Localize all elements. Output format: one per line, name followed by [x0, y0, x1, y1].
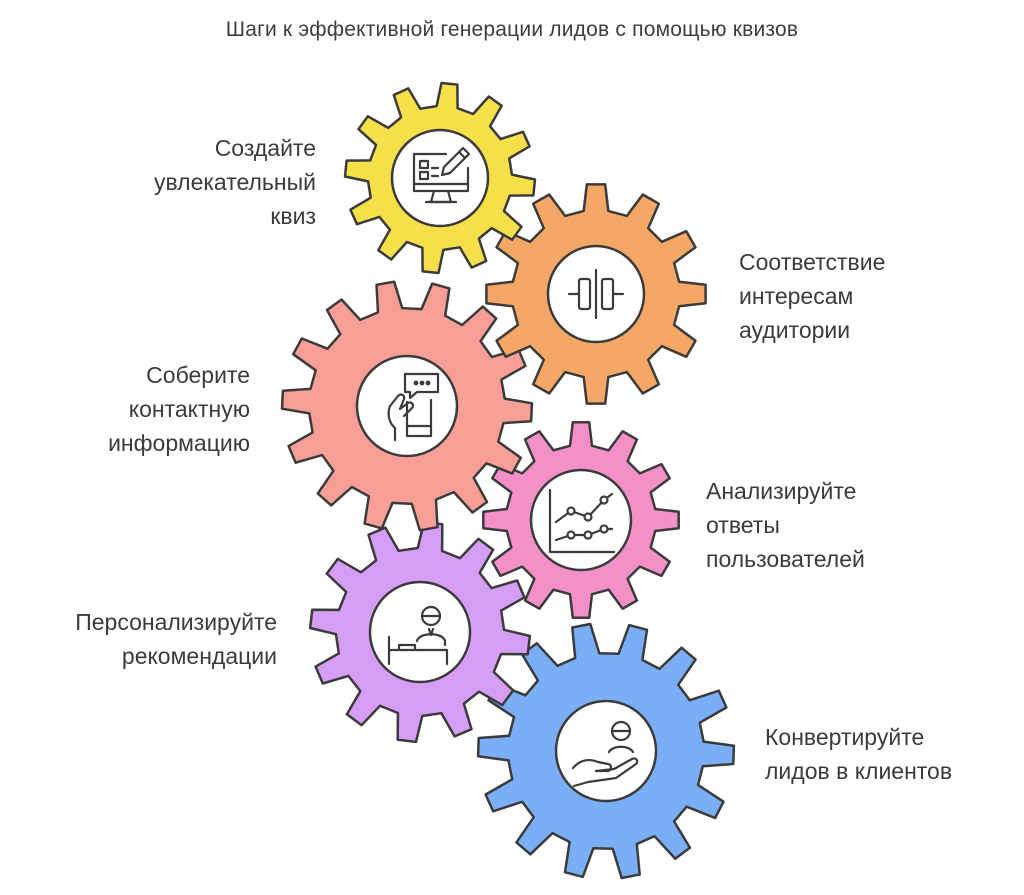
gear-create [343, 81, 537, 275]
line-chart-icon [548, 488, 616, 554]
balance-icon [567, 268, 625, 320]
gear-match [485, 183, 707, 405]
step-analyze-line: Анализируйте [706, 478, 857, 504]
step-create-line: квиз [270, 203, 316, 229]
step-collect-line: информацию [108, 430, 250, 456]
gear-analyze [482, 421, 680, 619]
gear-convert-hub [554, 699, 658, 803]
step-personalize-label: Персонализируйте рекомендации [75, 605, 277, 673]
gear-personalize [308, 520, 532, 744]
step-collect-line: Соберите [146, 362, 250, 388]
step-analyze-line: ответы [706, 512, 780, 538]
gear-convert [476, 622, 736, 880]
person-desk-icon [387, 605, 449, 666]
step-create-label: Создайте увлекательный квиз [154, 131, 316, 233]
gear-analyze-hub [529, 468, 633, 572]
computer-edit-icon [412, 146, 471, 204]
step-match-line: аудитории [739, 317, 851, 343]
gear-create-hub [390, 128, 490, 228]
phone-chat-icon [387, 372, 440, 442]
step-collect-line: контактную [128, 396, 250, 422]
step-create-line: Создайте [214, 135, 316, 161]
step-convert-label: Конвертируйте лидов в клиентов [765, 720, 952, 788]
step-collect-label: Соберите контактную информацию [108, 358, 250, 460]
diagram-title: Шаги к эффективной генерации лидов с пом… [225, 18, 799, 41]
step-match-line: интересам [739, 283, 854, 309]
step-convert-line: Конвертируйте [765, 724, 925, 750]
step-analyze-line: пользователей [706, 546, 865, 572]
gear-personalize-hub [368, 580, 472, 684]
step-personalize-line: рекомендации [121, 643, 277, 669]
step-create-line: увлекательный [153, 169, 316, 195]
step-analyze-label: Анализируйте ответы пользователей [706, 474, 865, 576]
hand-person-icon [571, 720, 639, 788]
step-match-line: Соответствие [739, 249, 886, 275]
step-personalize-line: Персонализируйте [75, 609, 277, 635]
step-convert-line: лидов в клиентов [765, 758, 953, 784]
step-match-label: Соответствие интересам аудитории [739, 245, 885, 347]
gear-collect [280, 280, 534, 532]
